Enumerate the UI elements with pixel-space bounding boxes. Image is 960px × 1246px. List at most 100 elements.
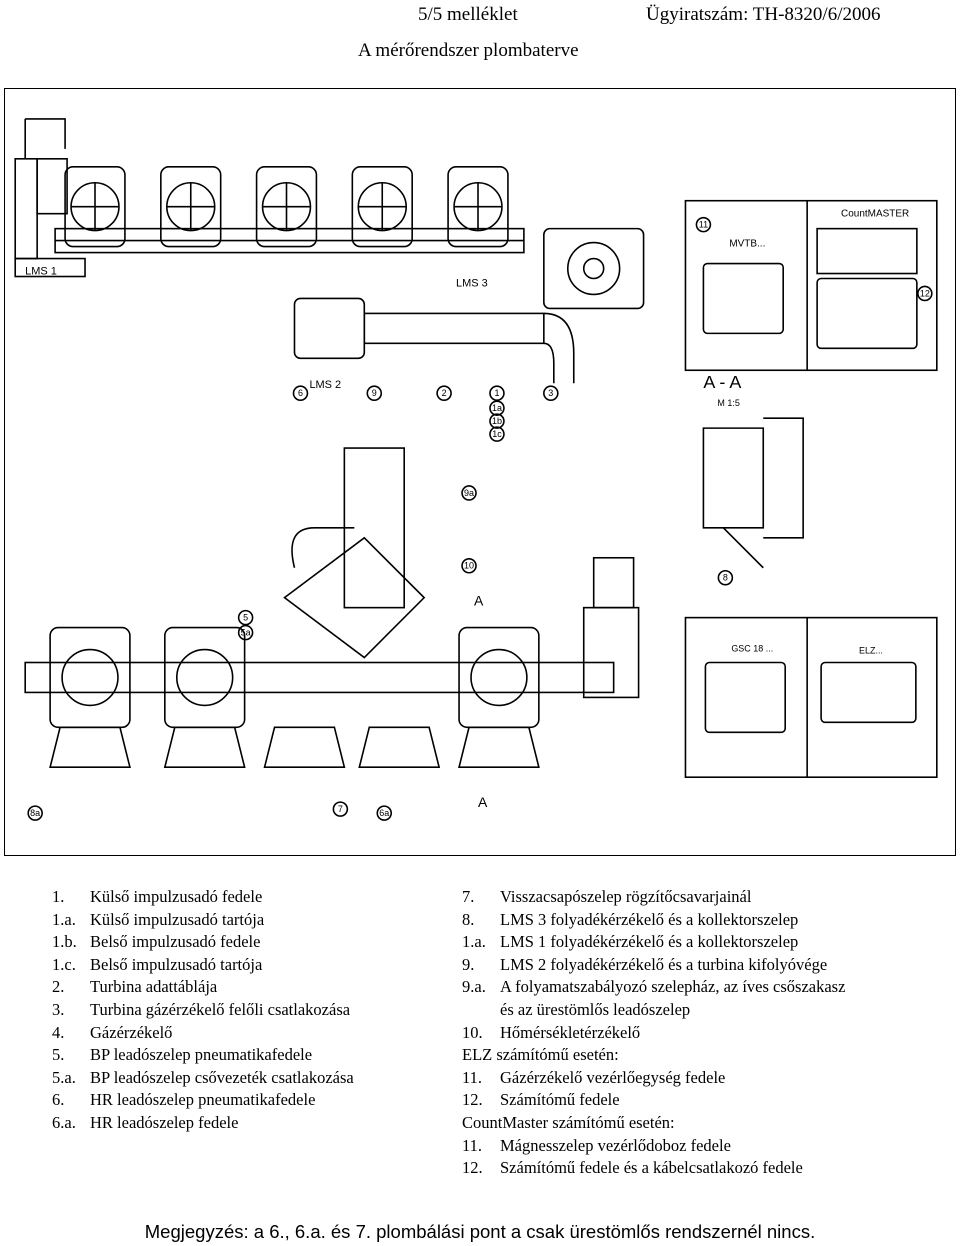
legend-item-text: Számítómű fedele és a kábelcsatlakozó fe…	[500, 1158, 803, 1178]
lower-manifold	[24, 447, 640, 769]
legend-item-number: 11.	[462, 1135, 483, 1155]
seal-plan-diagram: LMS 1 LMS 2 LMS 3 A - A M 1:5 A A MVTB..…	[14, 118, 938, 821]
svg-text:5: 5	[243, 613, 248, 623]
callout-9a: 9a	[461, 485, 477, 501]
legend-item-number: 11.	[462, 1067, 483, 1087]
svg-text:3: 3	[548, 388, 553, 398]
callout-2: 2	[436, 385, 452, 401]
legend-item-text: LMS 2 folyadékérzékelő és a turbina kifo…	[500, 954, 828, 974]
turbine-meters	[64, 165, 645, 310]
legend-item-text: LMS 1 folyadékérzékelő és a kollektorsze…	[500, 932, 799, 952]
legend-item: 4.Gázérzékelő	[52, 1022, 354, 1045]
attachment-label: 5/5 melléklet	[418, 4, 518, 25]
legend-item-text: Külső impulzusadó fedele	[90, 887, 263, 906]
legend-item: 6.a.HR leadószelep fedele	[52, 1112, 354, 1135]
legend-item-text: Külső impulzusadó tartója	[90, 909, 265, 929]
callout-6a: 6a	[376, 805, 393, 821]
legend-item-text: A folyamatszabályozó szelepház, az íves …	[500, 977, 846, 997]
legend-item-number: 2.	[52, 977, 65, 997]
legend-item: 9. LMS 2 folyadékérzékelő és a turbina ki…	[462, 954, 845, 977]
legend-item-number: 1.c.	[52, 954, 76, 974]
svg-text:1b: 1b	[492, 416, 502, 426]
legend-item: 1.c. Belső impulzusadó tartója	[52, 954, 354, 977]
legend-item-number: 1.a.	[52, 909, 76, 929]
callout-markers: 1 1a 1b 1c 2 3 6 9 9a 10 5 5a 7 6a 8a 8 …	[27, 216, 933, 821]
svg-text:9a: 9a	[464, 488, 474, 498]
legend-item-text: BP leadószelep pneumatikafedele	[90, 1045, 313, 1065]
legend-item: 8. LMS 3 folyadékérzékelő és a kollektors…	[462, 909, 845, 932]
legend-item: 11.Gázérzékelő vezérlőegység fedele	[462, 1067, 845, 1090]
legend-item: 2. Turbina adattáblája	[52, 976, 354, 999]
callout-6: 6	[292, 385, 309, 401]
case-number: Ügyiratszám: TH-8320/6/2006	[646, 4, 881, 25]
elz-label: ELZ...	[859, 646, 883, 656]
legend-item-number: 5.	[52, 1045, 65, 1065]
svg-text:8: 8	[723, 573, 728, 583]
section-detail	[702, 417, 804, 569]
legend-item-text: Számítómű fedele	[500, 1090, 620, 1110]
svg-text:7: 7	[338, 804, 343, 814]
footnote: Megjegyzés: a 6., 6.a. és 7. plombálási …	[144, 1221, 816, 1242]
legend-item-text: BP leadószelep csővezeték csatlakozása	[90, 1067, 354, 1087]
mvtb-label: MVTB...	[729, 239, 765, 250]
lms2-label: LMS 2	[309, 379, 341, 391]
svg-text:1a: 1a	[492, 403, 502, 413]
callout-5a: 5a	[237, 624, 254, 641]
legend-item-text: Gázérzékelő	[90, 1022, 173, 1042]
legend-item-text: LMS 3 folyadékérzékelő és a kollektorsze…	[500, 909, 799, 929]
legend-item-text: és az ürestömlős leadószelep	[500, 999, 691, 1019]
scale-label: M 1:5	[717, 398, 739, 408]
gsc-label: GSC 18 ...	[731, 644, 773, 654]
svg-text:1: 1	[494, 388, 499, 398]
arrow-a-label-1: A	[474, 593, 484, 609]
svg-text:9: 9	[372, 388, 377, 398]
legend-item-text: Belső impulzusadó tartója	[90, 954, 263, 974]
legend-item-text: Mágnesszelep vezérlődoboz fedele	[500, 1135, 731, 1155]
legend-item-text: Turbina gázérzékelő felőli csatlakozása	[90, 999, 351, 1019]
callout-8a: 8a	[27, 805, 43, 821]
technical-drawing: LMS 1 LMS 2 LMS 3 A - A M 1:5 A A MVTB..…	[4, 88, 956, 856]
legend-item: 1.a. Külső impulzusadó tartója	[52, 909, 354, 932]
callout-8: 8	[717, 569, 734, 586]
countmaster-label: CountMASTER	[841, 209, 909, 220]
legend-item-number: 1.b.	[52, 932, 77, 952]
callout-7: 7	[332, 801, 349, 817]
callout-12: 12	[917, 285, 933, 302]
legend-item-number: 3.	[52, 999, 65, 1019]
svg-text:2: 2	[442, 388, 447, 398]
legend-item-number: 9.	[462, 954, 475, 974]
legend-item: 9.a.A folyamatszabályozó szelepház, az í…	[462, 976, 845, 999]
section-label: A - A	[703, 372, 741, 392]
svg-text:12: 12	[920, 288, 930, 298]
legend-item-text: HR leadószelep pneumatikafedele	[90, 1090, 316, 1110]
callout-9: 9	[366, 385, 383, 401]
legend-item-number: 7.	[462, 887, 475, 906]
callout-1: 1	[489, 385, 505, 401]
legend-item: 1.a.LMS 1 folyadékérzékelő és a kollekto…	[462, 931, 845, 954]
computer-panels	[684, 199, 938, 779]
legend-right: 7. Visszacsapószelep rögzítőcsavarjainál 8…	[462, 886, 845, 1180]
legend-item-text: Belső impulzusadó fedele	[90, 932, 261, 952]
svg-text:11: 11	[699, 220, 708, 230]
arrow-a-label-2: A	[478, 794, 488, 810]
svg-text:6a: 6a	[379, 808, 389, 818]
legend-item: 12. Számítómű fedele	[462, 1089, 845, 1112]
svg-text:1c: 1c	[492, 429, 502, 439]
legend-item-number: 8.	[462, 909, 475, 929]
legend-item: 3. Turbina gázérzékelő felőli csatlakozás…	[52, 999, 354, 1022]
legend-item: 5. BP leadószelep pneumatikafedele	[52, 1044, 354, 1067]
legend-item-text: Turbina adattáblája	[90, 977, 218, 997]
legend-item: ELZ számítómű esetén:	[462, 1044, 845, 1067]
svg-text:5a: 5a	[241, 628, 251, 638]
legend-item: 7. Visszacsapószelep rögzítőcsavarjainál	[462, 886, 845, 909]
legend-item-text: Visszacsapószelep rögzítőcsavarjainál	[500, 887, 752, 906]
lms1-label: LMS 1	[25, 266, 57, 278]
legend-item-number: 12.	[462, 1090, 483, 1110]
legend-item: 1.Külső impulzusadó fedele	[52, 886, 354, 909]
lms2-assembly	[293, 297, 575, 384]
callout-1c: 1c	[489, 426, 505, 442]
legend-item-text: CountMaster számítómű esetén:	[462, 1112, 675, 1132]
callout-3: 3	[543, 385, 559, 401]
legend-item-text: Hőmérsékletérzékelő	[500, 1022, 641, 1042]
